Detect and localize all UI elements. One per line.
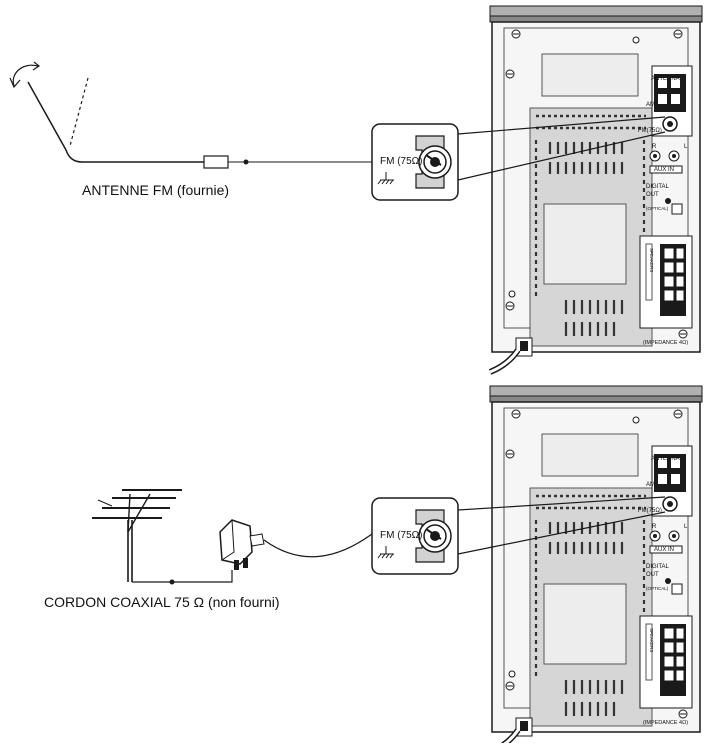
rear-panel-top	[490, 6, 702, 372]
fm-antenna-wire	[9, 61, 372, 169]
aux-in-label: AUX IN	[654, 547, 674, 553]
optical-label: (OPTICAL)	[646, 206, 669, 211]
am-label: AM	[646, 482, 655, 488]
am-label: AM	[646, 102, 655, 108]
coaxial-adapter	[219, 519, 373, 570]
rear-panel-labels-bottom: ANTENNA AM FM(75Ω) R L AUX IN DIGITAL OU…	[638, 456, 688, 726]
aux-r-label: R	[652, 144, 657, 150]
callout-fm-label-bottom: FM (75Ω)	[380, 530, 422, 541]
callout-labels: FM (75Ω) FM (75Ω)	[380, 156, 422, 541]
speakers-label: SPEAKERS	[649, 628, 654, 652]
rear-panel-bottom	[490, 386, 702, 743]
out-label: OUT	[646, 572, 659, 578]
caption-coax-cable: CORDON COAXIAL 75 Ω (non fourni)	[44, 594, 280, 610]
fm-label: FM(75Ω)	[638, 128, 662, 134]
impedance-label: (IMPEDANCE 4Ω)	[643, 340, 688, 346]
digital-label: DIGITAL	[646, 184, 670, 190]
aux-r-label: R	[652, 524, 657, 530]
antenna-header: ANTENNA	[651, 456, 680, 462]
fm-label: FM(75Ω)	[638, 508, 662, 514]
antenna-header: ANTENNA	[651, 76, 680, 82]
aux-l-label: L	[684, 524, 688, 530]
rear-panel-labels-top: ANTENNA AM FM(75Ω) R L AUX IN DIGITAL OU…	[638, 76, 688, 346]
out-label: OUT	[646, 192, 659, 198]
zoom-lines-top	[457, 116, 666, 181]
digital-label: DIGITAL	[646, 564, 670, 570]
aux-in-label: AUX IN	[654, 167, 674, 173]
optical-label: (OPTICAL)	[646, 586, 669, 591]
speakers-label: SPEAKERS	[649, 248, 654, 272]
aux-l-label: L	[684, 144, 688, 150]
outdoor-antenna	[92, 489, 233, 585]
impedance-label: (IMPEDANCE 4Ω)	[643, 720, 688, 726]
caption-fm-antenna: ANTENNE FM (fournie)	[82, 182, 230, 198]
callout-fm-label-top: FM (75Ω)	[380, 156, 422, 167]
zoom-lines-bottom	[457, 496, 666, 555]
